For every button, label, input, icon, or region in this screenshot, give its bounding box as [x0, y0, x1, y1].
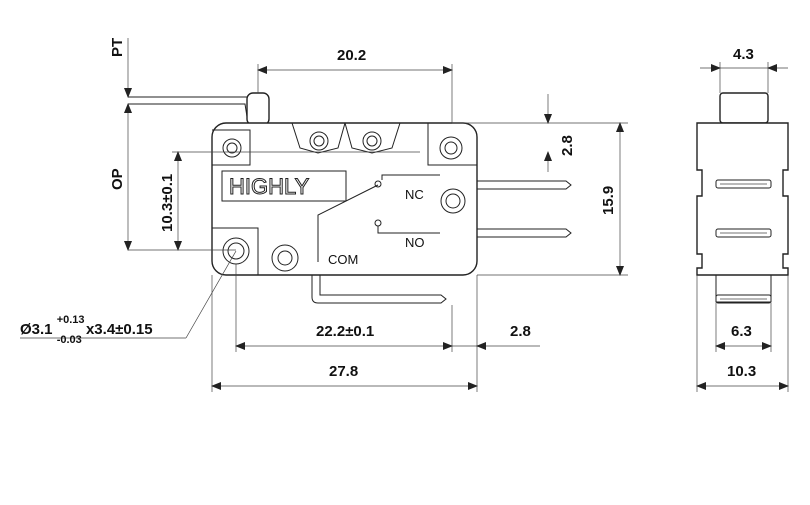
top-left-hole — [222, 138, 242, 158]
top-bumps — [291, 122, 401, 154]
side-dimensions: 4.3 6.3 10.3 — [696, 46, 789, 392]
com-label: COM — [328, 252, 358, 267]
nc-terminal — [477, 180, 572, 190]
dim-height-total: 15.9 — [600, 186, 617, 215]
common-contact — [317, 184, 379, 262]
brand-text: HIGHLY — [229, 174, 310, 199]
rivet-1 — [309, 131, 329, 151]
top-right-hole — [439, 136, 463, 160]
front-dimensions: PT OP 10.3±0.1 20.2 2.8 15.9 Ø3.1 +0.13 … — [20, 38, 628, 392]
com-terminal — [311, 275, 447, 304]
nc-label: NC — [405, 187, 424, 202]
dim-pt: PT — [109, 38, 126, 57]
dim-top-width: 20.2 — [337, 47, 366, 64]
side-terminal-no — [715, 228, 772, 238]
dim-side-inner: 6.3 — [731, 323, 752, 340]
side-body — [696, 122, 789, 276]
dim-side-total: 10.3 — [727, 363, 756, 380]
actuator-lever — [128, 96, 263, 124]
side-terminal-com — [715, 275, 772, 303]
dim-hole-spacing: 22.2±0.1 — [316, 323, 374, 340]
front-view: HIGHLY NC NO COM — [128, 92, 572, 304]
right-hole — [440, 188, 466, 214]
dim-total-length: 27.8 — [329, 363, 358, 380]
no-label: NO — [405, 235, 425, 250]
rivet-2 — [362, 131, 382, 151]
bottom-rivet — [271, 244, 299, 272]
brand-box — [221, 170, 347, 202]
side-view — [696, 92, 789, 304]
dim-side-top: 4.3 — [733, 46, 754, 63]
dim-gap-top: 2.8 — [559, 135, 576, 156]
side-terminal-nc — [715, 179, 772, 189]
dim-hole: Ø3.1 +0.13 -0.03 x3.4±0.15 — [20, 310, 153, 347]
no-terminal — [477, 228, 572, 238]
dim-terminal-offset: 2.8 — [510, 323, 531, 340]
actuator-plunger — [246, 92, 270, 126]
dim-op: OP — [109, 168, 126, 190]
dim-op-height: 10.3±0.1 — [159, 174, 176, 232]
side-plunger — [719, 92, 769, 124]
